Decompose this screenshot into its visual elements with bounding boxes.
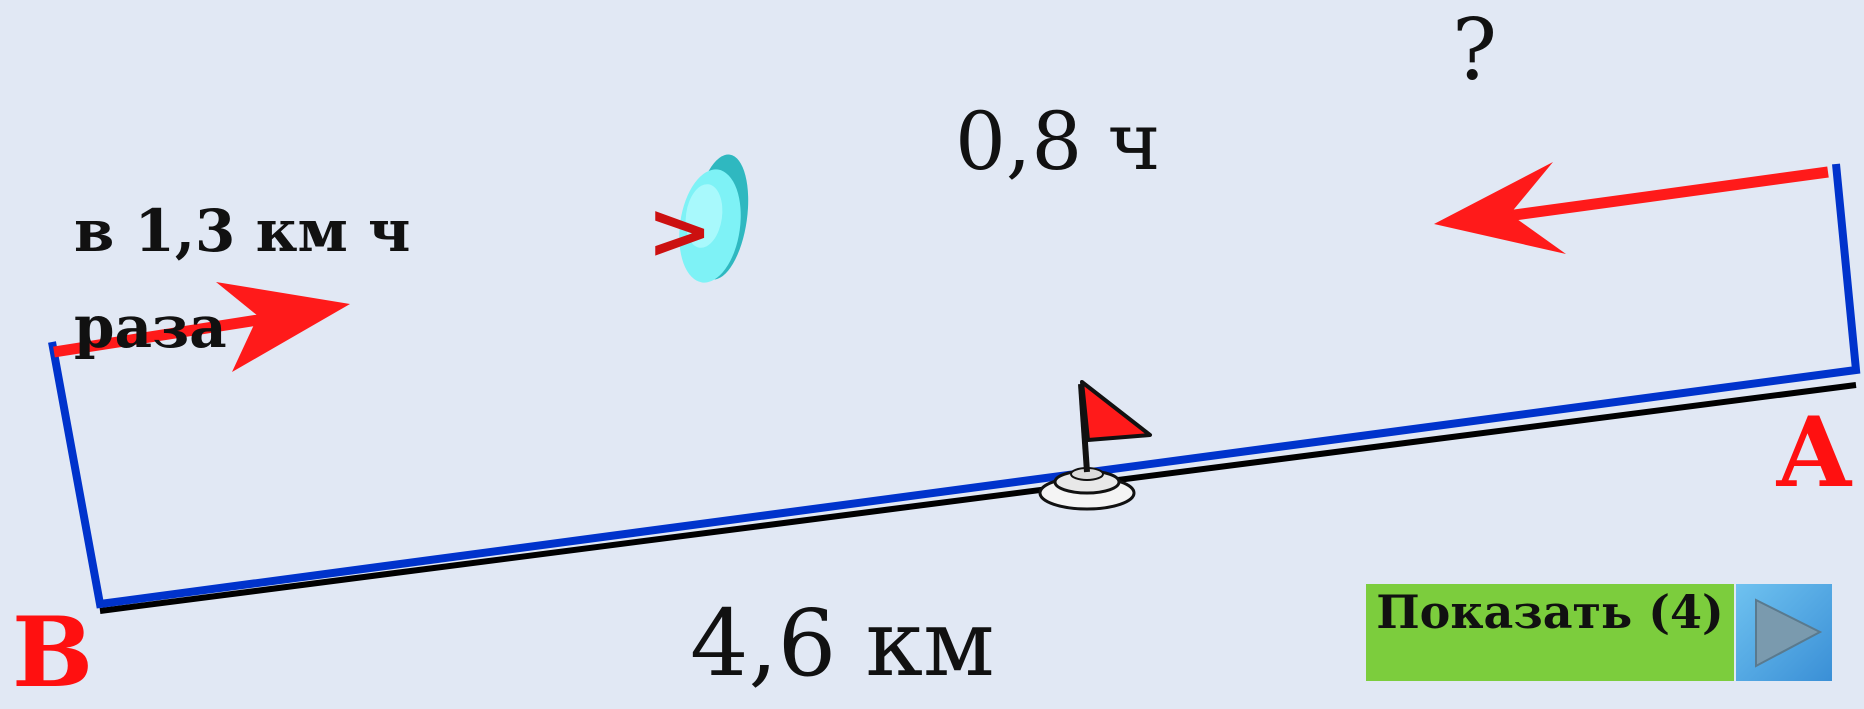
flag-icon (1038, 380, 1152, 511)
point-a-label: А (1775, 396, 1854, 509)
play-triangle-icon (1755, 598, 1823, 668)
greater-than-symbol: > (647, 187, 712, 277)
arrow-from-b (53, 282, 350, 372)
distance-label: 4,6 км (690, 590, 995, 697)
time-label: 0,8 ч (955, 95, 1161, 188)
unknown-speed-label: ? (1452, 1, 1498, 99)
route-path (48, 163, 1861, 609)
point-b-label: В (12, 596, 94, 709)
speed-ratio-label: в 1,3 км ч (74, 197, 411, 265)
arrow-from-a (1434, 162, 1829, 254)
speed-ratio-unit-label: раза (74, 293, 227, 361)
river-bank-line (99, 382, 1857, 614)
play-button[interactable] (1736, 584, 1832, 681)
show-button-label: Показать (4) (1376, 585, 1724, 639)
comparison-oval-icon: > (647, 154, 749, 283)
show-button[interactable]: Показать (4) (1366, 584, 1734, 681)
